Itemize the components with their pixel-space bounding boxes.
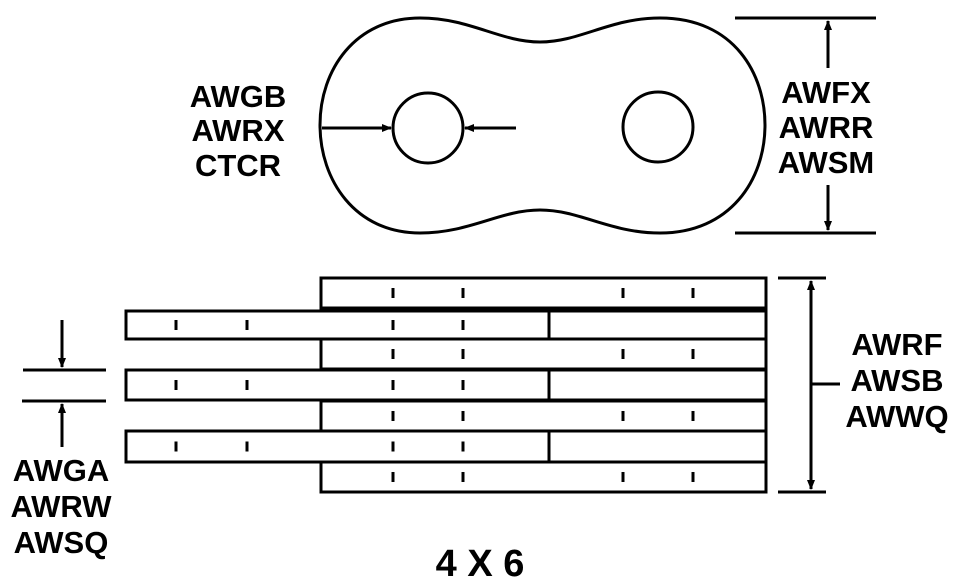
callout-awsb: AWSB (851, 363, 944, 398)
link-plate-outline (318, 16, 767, 235)
plate-stack (124, 276, 768, 494)
diagram-caption: 4 X 6 (436, 543, 525, 585)
callout-awrx: AWRX (192, 113, 285, 148)
callout-awrf: AWRF (851, 327, 942, 362)
callout-awrw: AWRW (10, 489, 112, 524)
pin-hole-right (621, 90, 695, 164)
outer-plate (319, 337, 768, 371)
callout-awfx: AWFX (781, 75, 871, 110)
outer-plate (319, 399, 768, 433)
inner-plate (124, 309, 768, 341)
inner-plate (124, 368, 768, 402)
callout-awga: AWGA (13, 453, 109, 488)
callout-awwq: AWWQ (845, 399, 948, 434)
callout-awsm: AWSM (778, 145, 874, 180)
callout-awrr: AWRR (779, 110, 874, 145)
outer-plate (319, 276, 768, 310)
callout-ctcr: CTCR (195, 148, 281, 183)
callout-awsq: AWSQ (14, 525, 109, 560)
inner-plate (124, 429, 768, 464)
outer-plate (319, 460, 768, 494)
callout-awgb: AWGB (190, 79, 286, 114)
pin-hole-left (391, 91, 465, 165)
